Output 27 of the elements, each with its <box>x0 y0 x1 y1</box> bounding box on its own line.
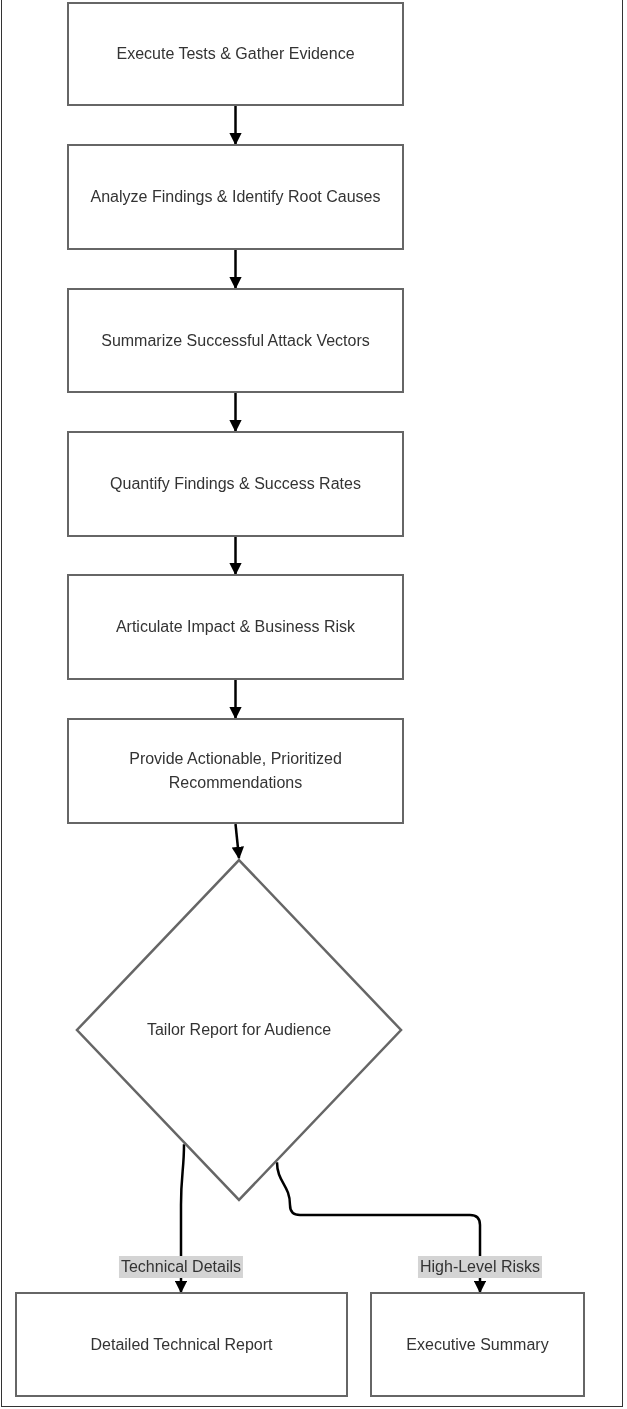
node-label: Articulate Impact & Business Risk <box>114 617 357 637</box>
process-box <box>370 1292 585 1397</box>
node-label: Executive Summary <box>405 1334 550 1355</box>
edge-label: High-Level Risks <box>418 1256 542 1278</box>
process-box <box>67 144 404 250</box>
process-box <box>67 2 404 106</box>
decision-diamond <box>75 858 403 1202</box>
arrow <box>275 1162 487 1294</box>
node-label: Analyze Findings & Identify Root Causes <box>89 187 382 207</box>
arrow <box>229 537 242 576</box>
arrow <box>229 680 242 720</box>
process-box <box>67 288 404 393</box>
node-label: Summarize Successful Attack Vectors <box>100 330 371 351</box>
process-box <box>67 574 404 680</box>
node-label: Detailed Technical Report <box>89 1334 274 1355</box>
arrow <box>229 106 242 146</box>
process-box <box>67 718 404 824</box>
edge-label: Technical Details <box>118 1256 244 1278</box>
process-box <box>15 1292 348 1397</box>
arrow <box>229 393 242 433</box>
node-label: Execute Tests & Gather Evidence <box>115 44 356 64</box>
process-box <box>67 431 404 537</box>
node-label: Quantify Findings & Success Rates <box>109 474 362 494</box>
node-label: Provide Actionable, Prioritized Recommendations <box>128 749 343 793</box>
arrow <box>231 823 245 860</box>
arrow <box>229 250 242 290</box>
node-label: Tailor Report for Audience <box>145 1020 333 1040</box>
